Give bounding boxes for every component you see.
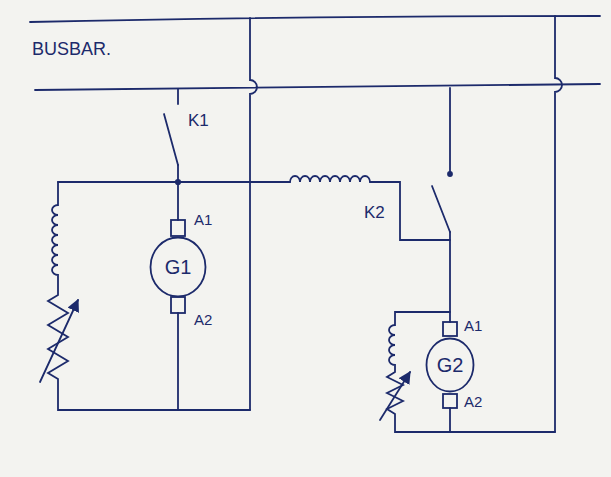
wire xyxy=(178,181,290,183)
brush xyxy=(171,220,185,236)
terminal-label: A2 xyxy=(464,394,482,411)
rheostat-arrow xyxy=(380,372,410,420)
generator-outline xyxy=(427,339,474,392)
generator-circle: G2 xyxy=(425,337,475,393)
wire xyxy=(177,313,179,410)
wire xyxy=(58,182,178,220)
terminal-label: A1 xyxy=(194,212,212,229)
busbar-line xyxy=(35,84,600,90)
brush xyxy=(443,322,457,336)
rheostat-arrow xyxy=(40,300,78,382)
switch-k1 xyxy=(177,89,179,104)
junction-dot xyxy=(176,180,180,184)
switch-k2 xyxy=(449,88,451,172)
generator-name: G1 xyxy=(165,257,192,277)
wire xyxy=(449,232,451,322)
generator-outline xyxy=(151,237,206,296)
series-coil xyxy=(290,176,370,182)
generator-name: G2 xyxy=(437,355,464,375)
generator-circle: G1 xyxy=(149,236,207,298)
return-wire xyxy=(250,18,257,410)
field-circuit xyxy=(387,312,555,432)
brush xyxy=(443,394,457,408)
switch-k1 xyxy=(164,114,178,165)
terminal-label: BUSBAR. xyxy=(32,40,111,60)
busbar-line xyxy=(30,16,600,22)
switch-k2 xyxy=(432,186,450,232)
terminal-label: K2 xyxy=(364,204,385,223)
contact xyxy=(448,172,452,176)
terminal-label: A1 xyxy=(464,318,482,335)
terminal-label: K1 xyxy=(188,112,209,131)
return-wire xyxy=(555,16,562,432)
terminal-label: A2 xyxy=(194,312,212,329)
wire xyxy=(449,408,451,432)
field-circuit xyxy=(48,182,250,410)
brush xyxy=(171,297,185,313)
